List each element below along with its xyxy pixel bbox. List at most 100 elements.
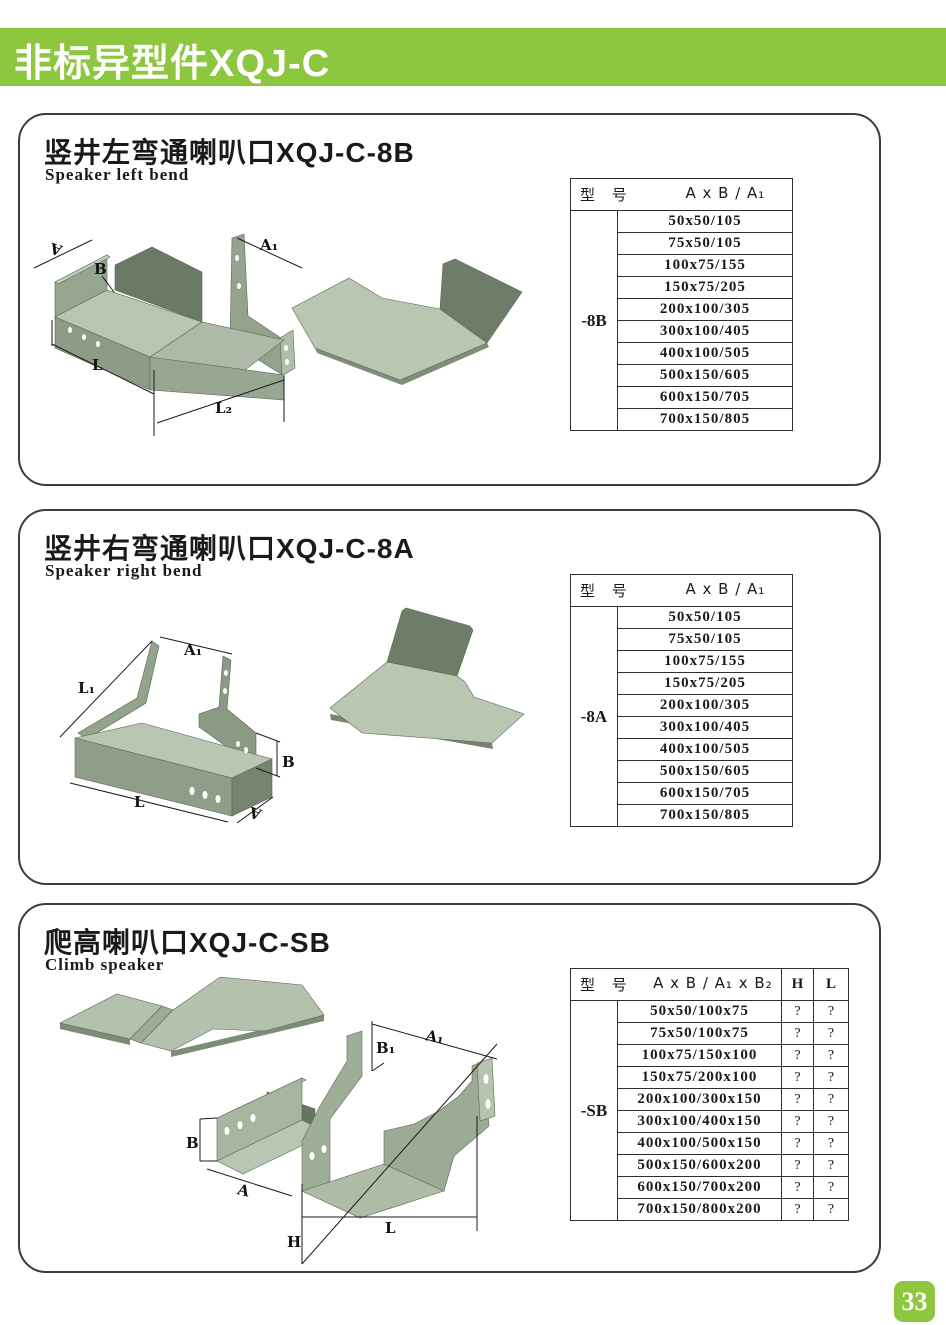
dim-ext	[371, 1062, 385, 1072]
size-cell: 600x150/700x200	[617, 1176, 782, 1199]
size-cell: 75x50/105	[617, 628, 793, 651]
h-cell: ?	[781, 1198, 814, 1221]
section-subtitle: Speaker left bend	[45, 165, 190, 184]
dim-label-b: B	[282, 753, 295, 771]
h-cell: ?	[781, 1088, 814, 1111]
h-cell: ?	[781, 1022, 814, 1045]
l-cell: ?	[813, 1088, 849, 1111]
mounting-hole	[189, 787, 195, 795]
size-cell: 700x150/805	[617, 804, 793, 827]
tray-side	[231, 758, 273, 817]
cover-edge	[400, 343, 489, 385]
mounting-hole	[483, 1074, 489, 1084]
dim-line-a	[33, 239, 93, 269]
size-cell: 50x50/105	[617, 606, 793, 629]
diagram-right-bend-3d: A₁ L₁ B L A	[59, 636, 295, 824]
header-h: H	[781, 968, 814, 1001]
header-model-label: 型 号	[580, 582, 633, 600]
size-cell: 700x150/800x200	[617, 1198, 782, 1221]
dim-line-a1	[236, 237, 303, 269]
dim-line-a	[236, 796, 274, 824]
cover-edge	[315, 348, 402, 385]
table-header: 型 号 A x B / A₁	[570, 178, 793, 211]
l-cell: ?	[813, 1044, 849, 1067]
size-cell: 200x100/300x150	[617, 1088, 782, 1111]
size-cell: 150x75/200x100	[617, 1066, 782, 1089]
l-cell: ?	[813, 1110, 849, 1133]
mounting-hole	[333, 1138, 339, 1146]
size-cell: 75x50/100x75	[617, 1022, 782, 1045]
header-model-label: 型 号	[580, 186, 633, 204]
l-cell: ?	[813, 1132, 849, 1155]
size-cell: 300x100/405	[617, 716, 793, 739]
section-subtitle: Speaker right bend	[45, 561, 203, 580]
size-cell: 50x50/100x75	[617, 1000, 782, 1023]
tray-right-flange	[279, 329, 296, 377]
dim-label-l: L	[385, 1219, 396, 1237]
dim-label-a: A	[235, 1180, 252, 1201]
size-cell: 50x50/105	[617, 210, 793, 233]
mounting-hole	[250, 1114, 256, 1122]
mounting-hole	[244, 747, 248, 753]
header-size-label: A x B / A₁ x B₂	[653, 974, 773, 992]
size-cell: 100x75/150x100	[617, 1044, 782, 1067]
dim-label-l: L	[92, 356, 103, 374]
dim-label-l: L	[134, 793, 145, 811]
page-title: 非标异型件XQJ-C	[14, 43, 331, 85]
section-title: 爬高喇叭口XQJ-C-SB	[44, 927, 331, 958]
dim-line-l1	[59, 640, 153, 738]
l-cell: ?	[813, 1176, 849, 1199]
mounting-hole	[285, 359, 289, 365]
size-cell: 400x100/505	[617, 738, 793, 761]
size-cell: 500x150/605	[617, 364, 793, 387]
size-cell: 500x150/600x200	[617, 1154, 782, 1177]
model-cell: -SB	[570, 1000, 618, 1221]
size-cell: 600x150/705	[617, 386, 793, 409]
dim-label-h: H	[287, 1233, 301, 1251]
size-cell: 150x75/205	[617, 276, 793, 299]
h-cell: ?	[781, 1044, 814, 1067]
section-title: 竖井左弯通喇叭口XQJ-C-8B	[44, 137, 415, 168]
dim-label-a1: A₁	[183, 641, 202, 659]
dim-ext	[255, 767, 281, 778]
tray-wall-edge	[54, 254, 111, 285]
dim-label-a1: A₁	[423, 1026, 446, 1048]
mounting-hole	[321, 1145, 327, 1153]
cover-edge	[60, 1023, 130, 1045]
mounting-hole	[224, 670, 228, 676]
dim-line-a	[206, 1168, 293, 1197]
size-cell: 500x150/605	[617, 760, 793, 783]
size-table-8b: 型 号 A x B / A₁ -8B 50x50/105 75x50/105 1…	[570, 178, 793, 431]
h-cell: ?	[781, 1132, 814, 1155]
header-l: L	[813, 968, 849, 1001]
diagram-climb-cover	[59, 976, 325, 1057]
l-cell: ?	[813, 1198, 849, 1221]
size-cell: 150x75/205	[617, 672, 793, 695]
dim-label-a: A	[247, 803, 265, 824]
h-cell: ?	[781, 1176, 814, 1199]
mounting-hole	[68, 327, 72, 333]
size-cell: 600x150/705	[617, 782, 793, 805]
table-header: 型 号 A x B / A₁	[570, 574, 793, 607]
size-cell: 100x75/155	[617, 254, 793, 277]
h-cell: ?	[781, 1110, 814, 1133]
diagram-left-bend-cover	[291, 258, 523, 385]
diagram-left-bend-3d: A B A₁ L L₂	[33, 233, 303, 436]
dim-label-a1: A₁	[259, 236, 278, 254]
header-bar: 非标异型件XQJ-C	[0, 28, 946, 86]
size-cell: 400x100/505	[617, 342, 793, 365]
end-flange	[476, 1057, 496, 1122]
dim-label-b1: B₁	[376, 1039, 395, 1057]
dim-label-l2: L₂	[215, 399, 232, 417]
h-cell: ?	[781, 1000, 814, 1023]
size-cell: 400x100/500x150	[617, 1132, 782, 1155]
size-cell: 100x75/155	[617, 650, 793, 673]
cover-plate	[140, 976, 325, 1052]
l-cell: ?	[813, 1154, 849, 1177]
size-table-8a: 型 号 A x B / A₁ -8A 50x50/105 75x50/105 1…	[570, 574, 793, 827]
tray-funnel-wall	[114, 246, 203, 323]
cover-plate	[291, 277, 488, 381]
mounting-hole	[223, 688, 227, 694]
mounting-hole	[235, 255, 239, 261]
